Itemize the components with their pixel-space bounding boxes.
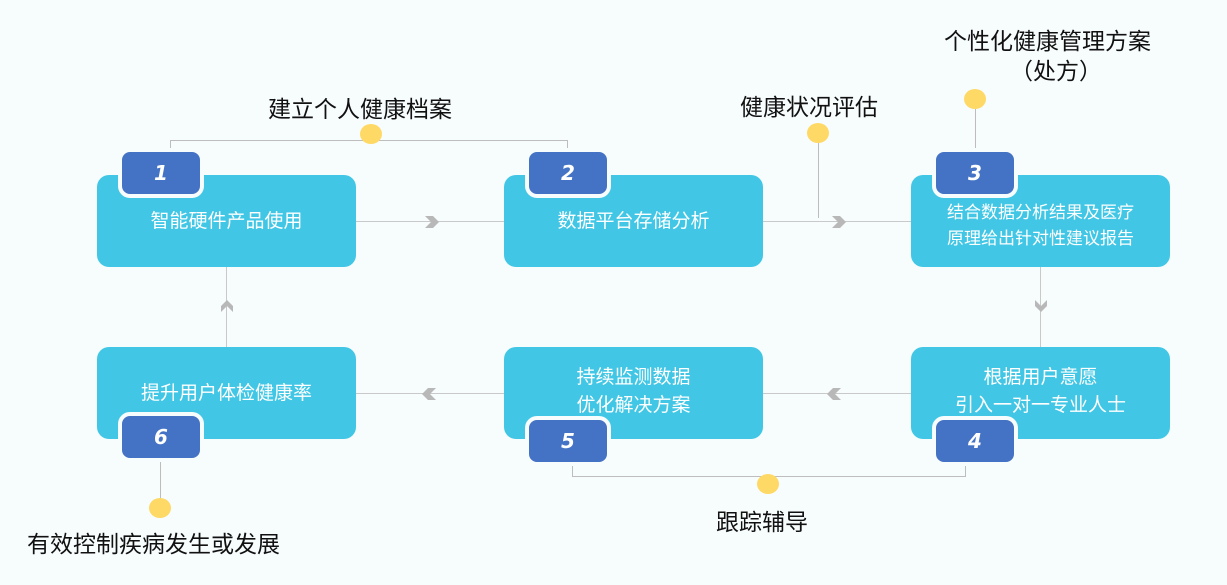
outcome-label: 有效控制疾病发生或发展 <box>27 532 280 558</box>
connector-2-3 <box>763 221 911 222</box>
outcome-dot <box>149 498 171 518</box>
step-text: 智能硬件产品使用 <box>150 210 303 232</box>
assessment-stem <box>818 140 819 218</box>
chevron-up-icon <box>218 297 236 315</box>
step-badge-2: 2 <box>525 148 611 198</box>
step-text: 原理给出针对性建议报告 <box>947 229 1134 249</box>
outcome-stem <box>160 462 161 500</box>
plan-stem <box>975 108 976 152</box>
step-badge-5: 5 <box>525 416 611 466</box>
step-text: 引入一对一专业人士 <box>954 394 1126 416</box>
chevron-left-icon <box>826 385 844 403</box>
tracking-label: 跟踪辅导 <box>716 510 808 536</box>
step-text: 数据平台存储分析 <box>557 210 710 232</box>
step-text: 结合数据分析结果及医疗 <box>947 203 1134 223</box>
plan-dot <box>964 89 986 109</box>
connector-4-5 <box>763 393 911 394</box>
step-badge-4: 4 <box>932 416 1018 466</box>
step-badge-1: 1 <box>118 148 204 198</box>
connector-1-2 <box>356 221 504 222</box>
chevron-left-icon <box>421 385 439 403</box>
assessment-dot <box>807 123 829 143</box>
chevron-right-icon <box>422 213 440 231</box>
plan-label-line2: （处方） <box>1010 59 1102 85</box>
assessment-label: 健康状况评估 <box>740 95 878 121</box>
step-text: 持续监测数据 <box>576 366 691 388</box>
connector-6-1 <box>226 267 227 347</box>
chevron-down-icon <box>1032 297 1050 315</box>
archive-label: 建立个人健康档案 <box>268 97 452 123</box>
tracking-dot <box>757 474 779 494</box>
archive-dot <box>360 124 382 144</box>
step-text: 优化解决方案 <box>576 394 691 416</box>
step-text: 根据用户意愿 <box>983 366 1098 388</box>
chevron-right-icon <box>829 213 847 231</box>
plan-label-line1: 个性化健康管理方案 <box>944 29 1151 55</box>
step-badge-3: 3 <box>932 148 1018 198</box>
step-badge-6: 6 <box>118 412 204 462</box>
step-text: 提升用户体检健康率 <box>140 382 312 404</box>
